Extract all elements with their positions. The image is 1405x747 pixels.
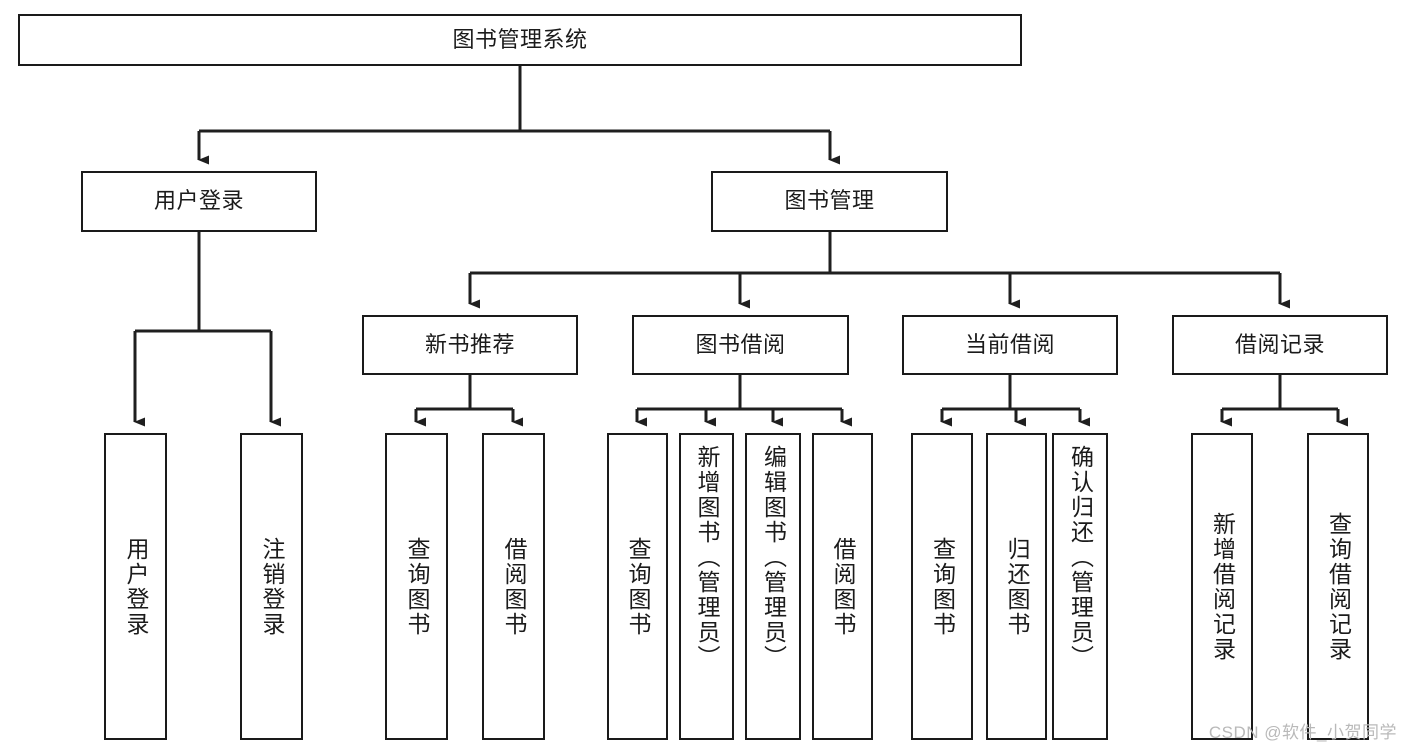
node-leaf-logout-login[interactable]: 注销登录 — [240, 433, 303, 740]
node-leaf-borrow-book-1[interactable]: 借阅图书 — [482, 433, 545, 740]
node-leaf-user-login[interactable]: 用户登录 — [104, 433, 167, 740]
node-current-borrow-label: 当前借阅 — [964, 331, 1055, 357]
node-leaf-return-book-label: 归还图书 — [1004, 536, 1030, 637]
node-leaf-query-book-3-label: 查询图书 — [929, 536, 956, 637]
node-borrow-record-label: 借阅记录 — [1234, 331, 1325, 357]
node-book-borrow[interactable]: 图书借阅 — [632, 315, 849, 375]
node-leaf-borrow-book-2-label: 借阅图书 — [830, 536, 856, 637]
node-leaf-add-borrow-record-label: 新增借阅记录 — [1209, 511, 1236, 662]
node-leaf-edit-book-admin[interactable]: 编辑图书（管理员） — [745, 433, 801, 740]
node-leaf-confirm-return-admin-label: 确认归还（管理员） — [1067, 445, 1094, 670]
csdn-watermark: CSDN @软件_小贺同学 — [1208, 723, 1397, 742]
node-leaf-add-book-admin-label: 新增图书（管理员） — [694, 445, 720, 670]
node-leaf-edit-book-admin-label: 编辑图书（管理员） — [760, 445, 787, 670]
node-leaf-query-book-2-label: 查询图书 — [625, 536, 651, 637]
node-leaf-query-book-1[interactable]: 查询图书 — [385, 433, 448, 740]
node-borrow-record[interactable]: 借阅记录 — [1172, 315, 1388, 375]
node-leaf-add-book-admin[interactable]: 新增图书（管理员） — [679, 433, 734, 740]
node-leaf-confirm-return-admin[interactable]: 确认归还（管理员） — [1052, 433, 1108, 740]
node-book-borrow-label: 图书借阅 — [695, 331, 786, 357]
node-new-book-recommend-label: 新书推荐 — [424, 331, 515, 357]
node-book-manage-label: 图书管理 — [784, 188, 875, 214]
node-leaf-add-borrow-record[interactable]: 新增借阅记录 — [1191, 433, 1253, 740]
node-leaf-query-book-2[interactable]: 查询图书 — [607, 433, 668, 740]
node-book-manage[interactable]: 图书管理 — [711, 171, 948, 232]
node-new-book-recommend[interactable]: 新书推荐 — [362, 315, 578, 375]
node-user-login[interactable]: 用户登录 — [81, 171, 317, 232]
node-leaf-query-book-3[interactable]: 查询图书 — [911, 433, 973, 740]
node-current-borrow[interactable]: 当前借阅 — [902, 315, 1118, 375]
node-user-login-label: 用户登录 — [153, 188, 244, 214]
node-leaf-query-borrow-record-label: 查询借阅记录 — [1325, 511, 1352, 662]
node-leaf-logout-login-label: 注销登录 — [259, 536, 285, 637]
node-leaf-query-book-1-label: 查询图书 — [404, 536, 430, 637]
node-leaf-borrow-book-1-label: 借阅图书 — [501, 536, 527, 637]
node-root-label: 图书管理系统 — [452, 26, 588, 52]
node-leaf-user-login-label: 用户登录 — [123, 536, 149, 637]
node-leaf-borrow-book-2[interactable]: 借阅图书 — [812, 433, 873, 740]
node-root[interactable]: 图书管理系统 — [18, 14, 1022, 66]
node-leaf-return-book[interactable]: 归还图书 — [986, 433, 1047, 740]
node-leaf-query-borrow-record[interactable]: 查询借阅记录 — [1307, 433, 1369, 740]
